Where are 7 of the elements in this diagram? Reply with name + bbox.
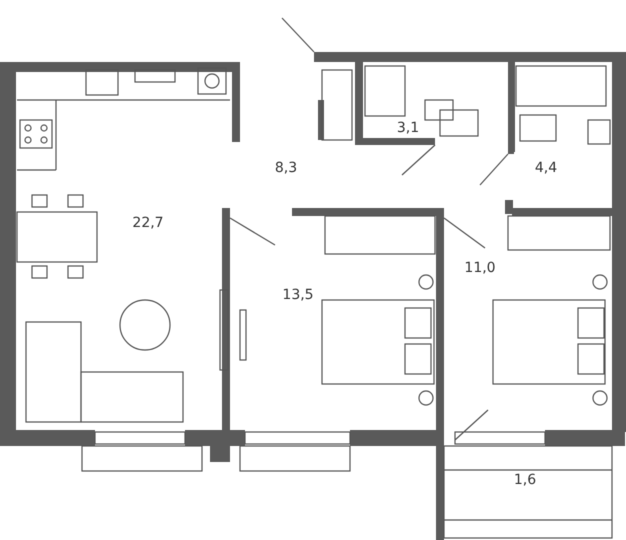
room-area-label: 13,5 xyxy=(282,287,314,303)
room-area-label: 11,0 xyxy=(464,260,496,276)
room-area-label: 22,7 xyxy=(132,215,164,231)
room-area-label: 8,3 xyxy=(274,160,298,176)
room-area-label: 1,6 xyxy=(514,472,536,488)
room-area-label: 4,4 xyxy=(534,160,558,176)
room-area-label: 3,1 xyxy=(396,120,420,136)
